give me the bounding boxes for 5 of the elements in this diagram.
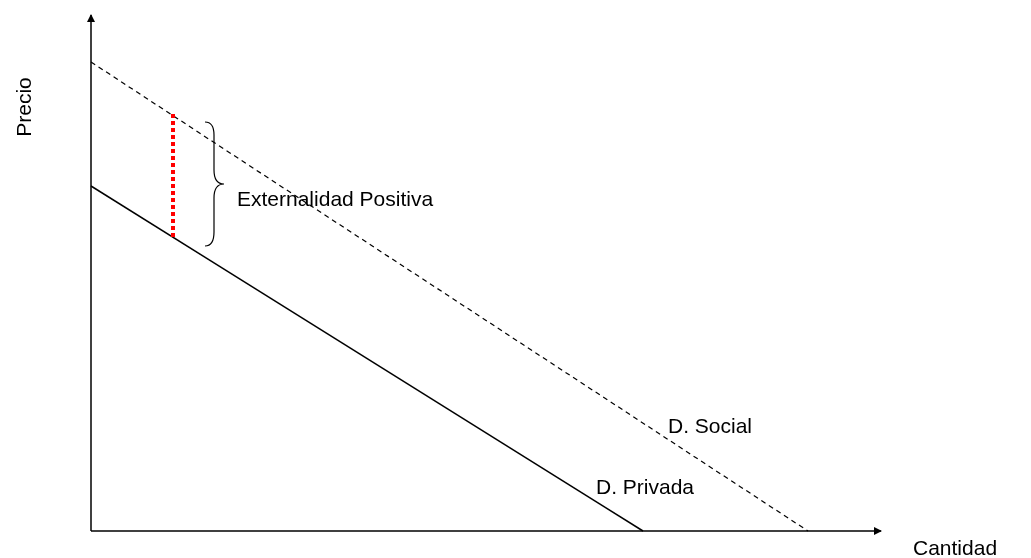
chart-label: D. Social xyxy=(668,413,753,439)
axis-label: Precio xyxy=(10,77,36,137)
chart-label: Externalidad Positiva xyxy=(237,186,434,212)
chart-label: Cantidad xyxy=(913,535,998,558)
chart-label: D. Privada xyxy=(596,474,695,500)
